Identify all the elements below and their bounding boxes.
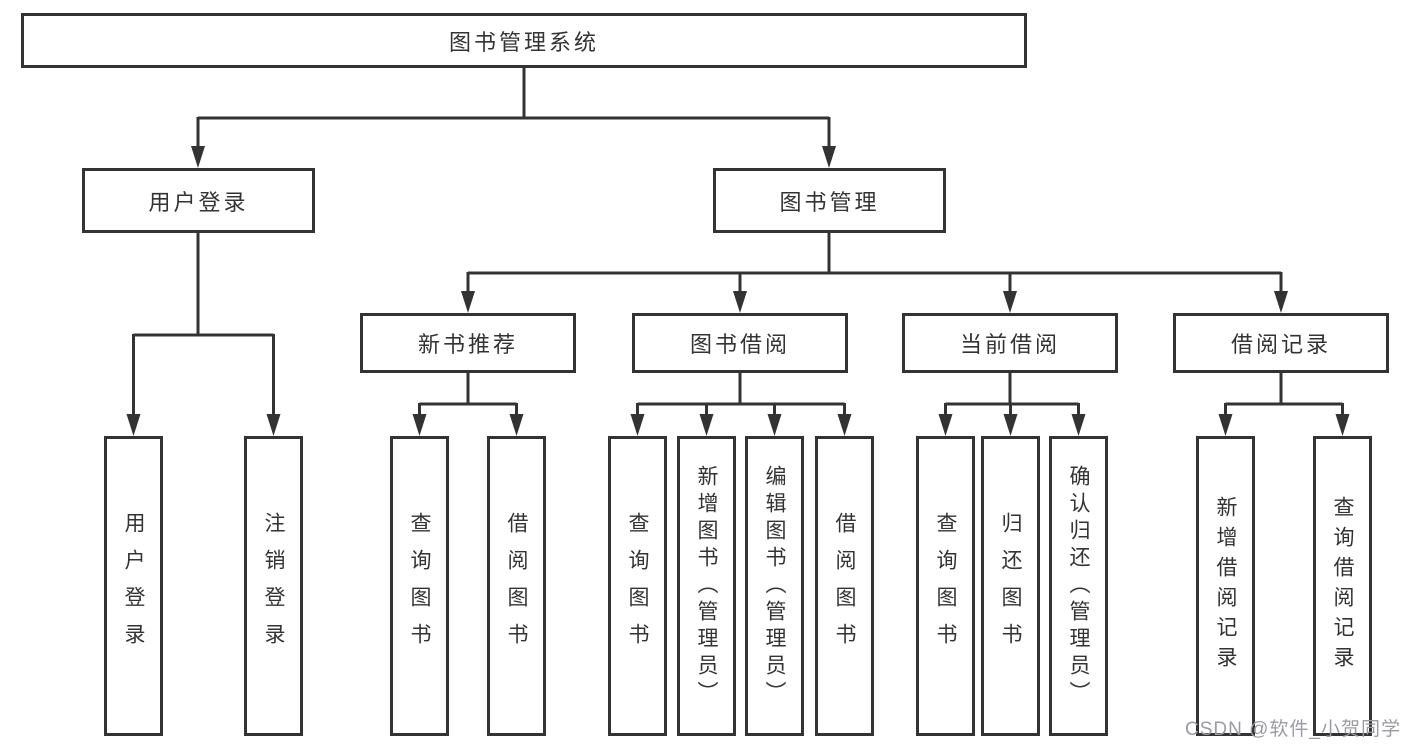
leaf-label: 查询图书 — [934, 512, 957, 660]
leaf-edit-books-admin: 编辑图书（管理员） — [745, 436, 804, 736]
node-book-borrow: 图书借阅 — [632, 313, 848, 373]
leaf-label: 借阅图书 — [833, 512, 856, 660]
leaf-label: 确认归还（管理员） — [1067, 464, 1090, 708]
leaf-label: 查询图书 — [626, 512, 649, 660]
node-current-borrow: 当前借阅 — [902, 313, 1118, 373]
node-new-book-recommend: 新书推荐 — [360, 313, 576, 373]
leaf-label: 用户登录 — [122, 512, 145, 660]
leaf-label: 新增图书（管理员） — [695, 464, 718, 708]
leaf-borrow-books: 借阅图书 — [815, 436, 874, 736]
csdn-watermark: CSDN @软件_小贺同学 — [1185, 719, 1401, 740]
leaf-add-borrow-record: 新增借阅记录 — [1196, 436, 1255, 736]
leaf-label: 查询图书 — [408, 512, 431, 660]
leaf-label: 新增借阅记录 — [1214, 496, 1237, 676]
leaf-label: 查询借阅记录 — [1331, 496, 1354, 676]
node-root-system: 图书管理系统 — [21, 13, 1027, 68]
leaf-user-login: 用户登录 — [104, 436, 163, 736]
leaf-label: 注销登录 — [262, 512, 285, 660]
leaf-label: 编辑图书（管理员） — [763, 464, 786, 708]
leaf-add-books-admin: 新增图书（管理员） — [677, 436, 736, 736]
leaf-query-books-current: 查询图书 — [916, 436, 975, 736]
leaf-query-borrow-record: 查询借阅记录 — [1313, 436, 1372, 736]
arrowheads — [126, 146, 1350, 436]
leaf-query-books-borrow: 查询图书 — [608, 436, 667, 736]
leaf-logout: 注销登录 — [244, 436, 303, 736]
leaf-return-books: 归还图书 — [981, 436, 1040, 736]
leaf-query-books-recommend: 查询图书 — [390, 436, 449, 736]
node-borrow-records: 借阅记录 — [1173, 313, 1389, 373]
leaf-label: 借阅图书 — [505, 512, 528, 660]
node-user-login: 用户登录 — [82, 168, 315, 233]
node-book-management: 图书管理 — [713, 168, 946, 233]
leaf-confirm-return-admin: 确认归还（管理员） — [1049, 436, 1108, 736]
leaf-borrow-books-recommend: 借阅图书 — [487, 436, 546, 736]
leaf-label: 归还图书 — [999, 512, 1022, 660]
